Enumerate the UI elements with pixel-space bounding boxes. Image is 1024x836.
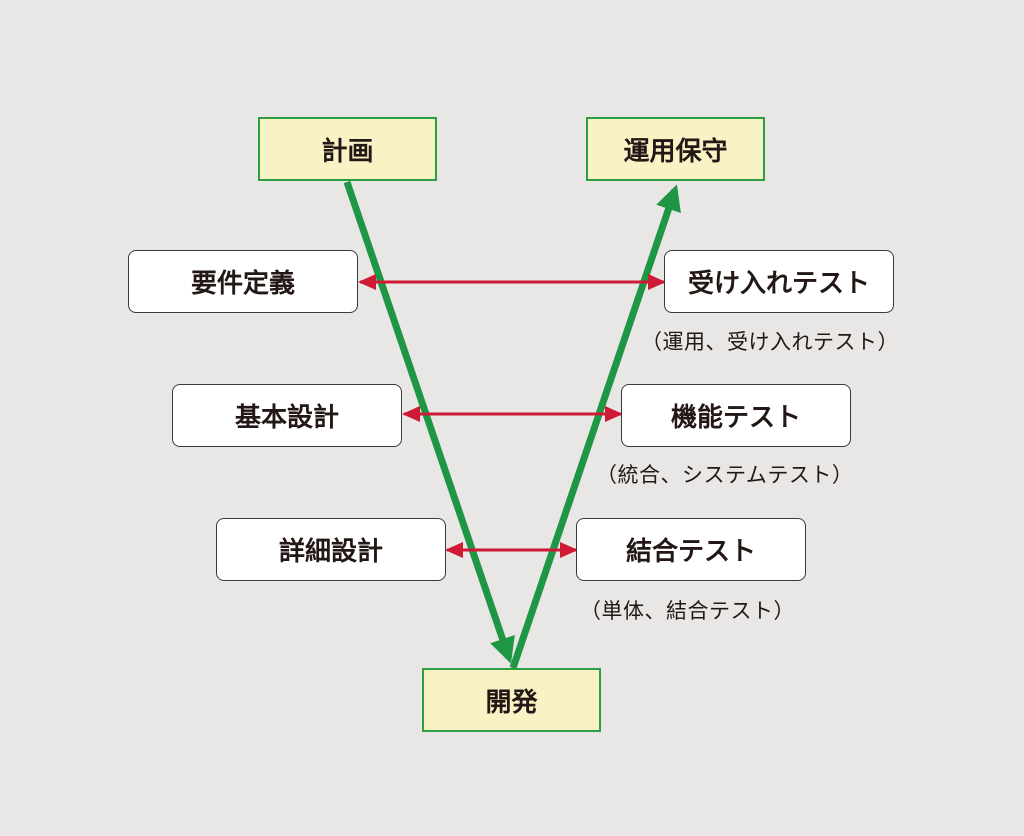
stage-development: 開発 xyxy=(422,668,601,732)
step-acceptance-test: 受け入れテスト xyxy=(664,250,894,313)
step-basic-design: 基本設計 xyxy=(172,384,402,447)
note-functional: （統合、システムテスト） xyxy=(596,463,854,487)
stage-plan: 計画 xyxy=(258,117,437,181)
step-detailed-design: 詳細設計 xyxy=(216,518,446,581)
note-acceptance: （運用、受け入れテスト） xyxy=(641,330,899,354)
step-functional-test: 機能テスト xyxy=(621,384,851,447)
stage-operation: 運用保守 xyxy=(586,117,765,181)
step-requirements: 要件定義 xyxy=(128,250,358,313)
note-integration: （単体、結合テスト） xyxy=(580,599,795,623)
step-integration-test: 結合テスト xyxy=(576,518,806,581)
v-arrow-up xyxy=(509,184,681,670)
